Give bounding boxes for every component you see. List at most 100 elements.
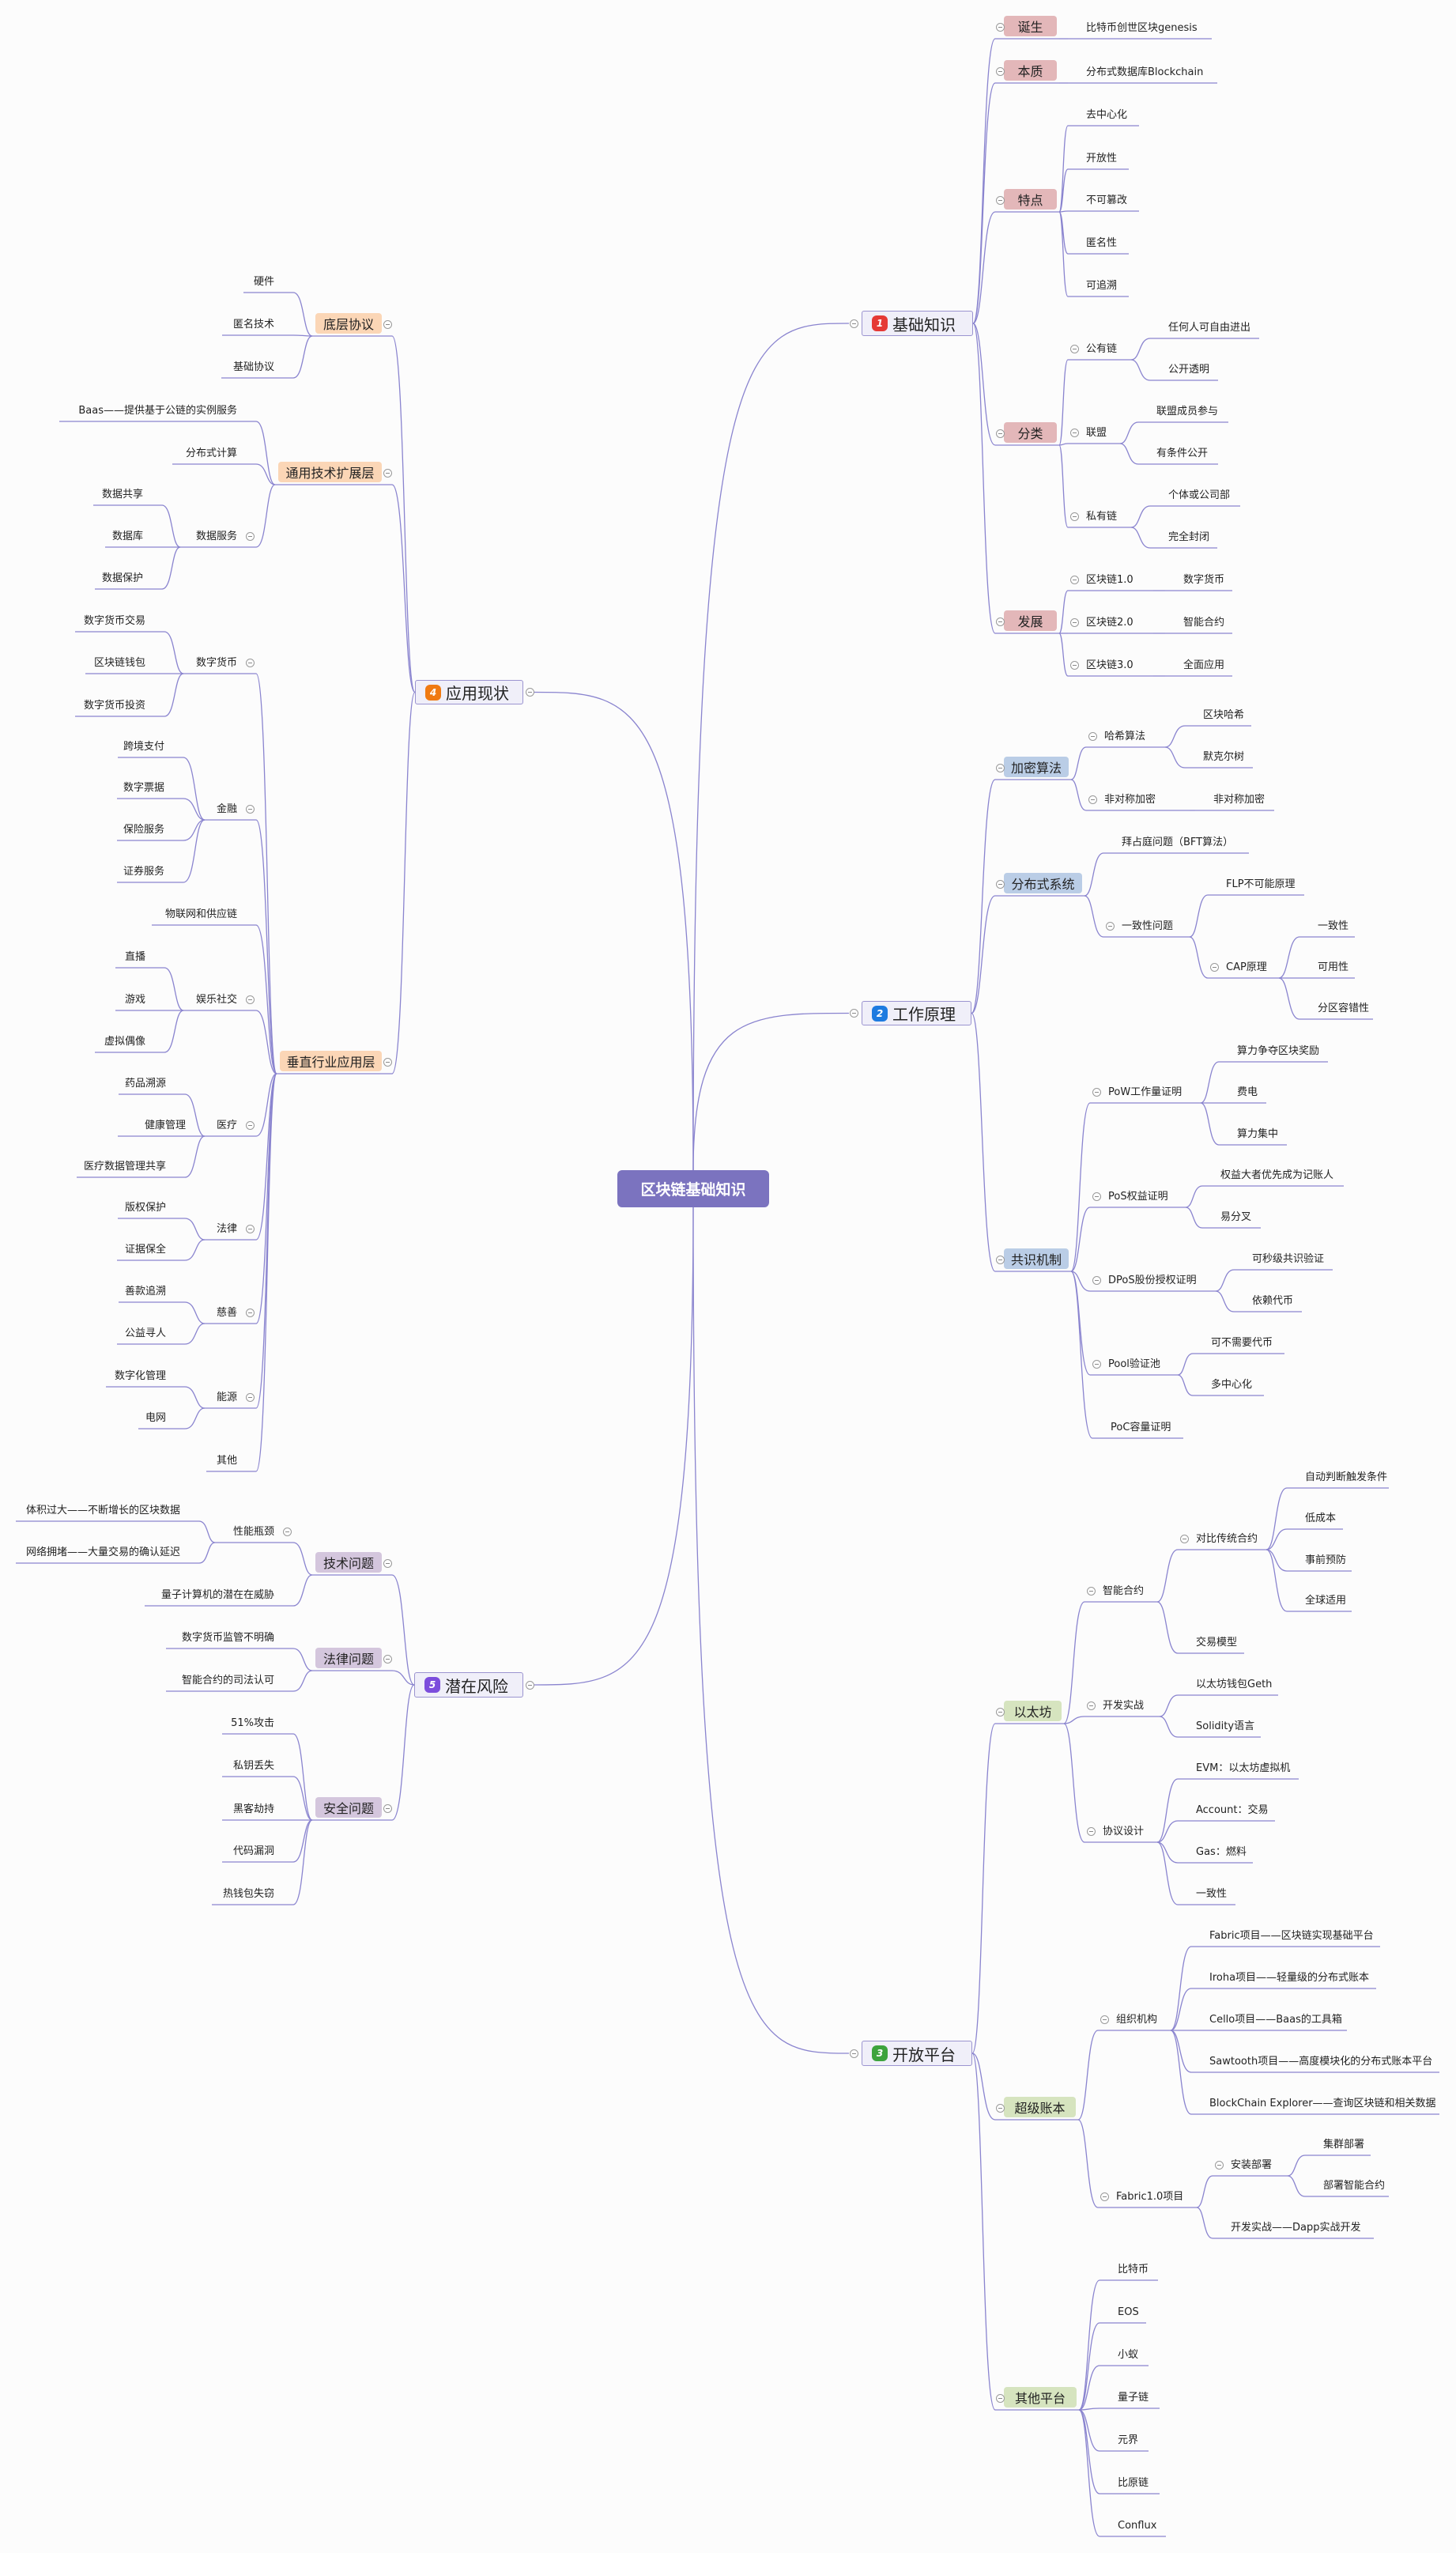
- collapse-toggle-icon[interactable]: [1092, 1359, 1101, 1369]
- leaf-node[interactable]: 其他: [216, 1455, 237, 1467]
- collapse-toggle-icon[interactable]: [245, 804, 255, 814]
- collapse-toggle-icon[interactable]: [383, 1558, 392, 1568]
- leaf-node[interactable]: Baas——提供基于公链的实例服务: [78, 405, 237, 417]
- leaf-node[interactable]: 依赖代币: [1252, 1295, 1294, 1307]
- topic-node[interactable]: 开发实战: [1103, 1700, 1145, 1712]
- collapse-toggle-icon[interactable]: [525, 1680, 534, 1690]
- collapse-toggle-icon[interactable]: [849, 2049, 858, 2058]
- leaf-node[interactable]: 证券服务: [123, 866, 164, 878]
- leaf-node[interactable]: 易分叉: [1220, 1211, 1252, 1223]
- leaf-node[interactable]: 智能合约的司法认可: [181, 1675, 274, 1686]
- leaf-node[interactable]: 小蚁: [1118, 2349, 1139, 2361]
- leaf-node[interactable]: 去中心化: [1086, 109, 1128, 121]
- leaf-node[interactable]: 算力争夺区块奖励: [1237, 1045, 1320, 1057]
- category-node[interactable]: 技术问题: [315, 1552, 382, 1573]
- leaf-node[interactable]: 热钱包失窃: [222, 1888, 274, 1900]
- leaf-node[interactable]: 数字货币投资: [83, 700, 145, 712]
- leaf-node[interactable]: 一致性: [1196, 1888, 1228, 1900]
- leaf-node[interactable]: 区块哈希: [1203, 709, 1245, 721]
- category-node[interactable]: 加密算法: [1004, 757, 1069, 777]
- leaf-node[interactable]: 网络拥堵——大量交易的确认延迟: [25, 1547, 180, 1558]
- central-topic[interactable]: 区块链基础知识: [617, 1170, 769, 1207]
- leaf-node[interactable]: 联盟成员参与: [1156, 406, 1219, 417]
- collapse-toggle-icon[interactable]: [995, 1255, 1005, 1264]
- topic-node[interactable]: PoW工作量证明: [1108, 1086, 1183, 1098]
- collapse-toggle-icon[interactable]: [245, 1120, 255, 1130]
- category-node[interactable]: 底层协议: [315, 313, 382, 334]
- collapse-toggle-icon[interactable]: [245, 1308, 255, 1317]
- leaf-node[interactable]: 电网: [145, 1412, 166, 1424]
- topic-node[interactable]: 区块链1.0: [1086, 574, 1133, 586]
- topic-node[interactable]: 能源: [216, 1392, 237, 1403]
- collapse-toggle-icon[interactable]: [995, 2103, 1005, 2113]
- leaf-node[interactable]: 游戏: [124, 994, 145, 1006]
- leaf-node[interactable]: 算力集中: [1237, 1128, 1279, 1140]
- collapse-toggle-icon[interactable]: [1100, 2192, 1109, 2201]
- leaf-node[interactable]: 公开透明: [1168, 364, 1210, 376]
- leaf-node[interactable]: FLP不可能原理: [1226, 878, 1296, 890]
- collapse-toggle-icon[interactable]: [1088, 795, 1097, 804]
- topic-node[interactable]: 非对称加密: [1104, 794, 1156, 806]
- leaf-node[interactable]: Solidity语言: [1196, 1720, 1255, 1732]
- leaf-node[interactable]: 完全封闭: [1168, 531, 1210, 543]
- topic-node[interactable]: 一致性问题: [1122, 920, 1174, 932]
- leaf-node[interactable]: 可秒级共识验证: [1252, 1253, 1325, 1265]
- topic-node[interactable]: 哈希算法: [1104, 731, 1146, 742]
- leaf-node[interactable]: 事前预防: [1305, 1554, 1347, 1566]
- collapse-toggle-icon[interactable]: [1092, 1192, 1101, 1201]
- leaf-node[interactable]: 数据共享: [101, 489, 143, 500]
- collapse-toggle-icon[interactable]: [245, 531, 255, 541]
- topic-node[interactable]: 金融: [216, 803, 237, 815]
- collapse-toggle-icon[interactable]: [1069, 660, 1079, 670]
- collapse-toggle-icon[interactable]: [1086, 1586, 1096, 1596]
- leaf-node[interactable]: 公益寻人: [124, 1327, 166, 1339]
- topic-node[interactable]: 数据服务: [195, 531, 237, 542]
- leaf-node[interactable]: 拜占庭问题（BFT算法）: [1122, 837, 1234, 848]
- collapse-toggle-icon[interactable]: [383, 319, 392, 329]
- topic-node[interactable]: 安装部署: [1231, 2159, 1273, 2171]
- leaf-node[interactable]: Cello项目——Baas的工具箱: [1209, 2014, 1342, 2026]
- collapse-toggle-icon[interactable]: [383, 1654, 392, 1664]
- collapse-toggle-icon[interactable]: [1092, 1087, 1101, 1097]
- topic-node[interactable]: PoS权益证明: [1108, 1191, 1168, 1203]
- leaf-node[interactable]: 保险服务: [123, 824, 164, 836]
- leaf-node[interactable]: 分布式数据库Blockchain: [1086, 66, 1204, 78]
- category-node[interactable]: 本质: [1004, 60, 1057, 81]
- collapse-toggle-icon[interactable]: [849, 1009, 858, 1018]
- category-node[interactable]: 安全问题: [315, 1797, 382, 1818]
- topic-node[interactable]: 性能瓶颈: [232, 1526, 274, 1538]
- collapse-toggle-icon[interactable]: [1209, 962, 1219, 972]
- collapse-toggle-icon[interactable]: [245, 1392, 255, 1402]
- leaf-node[interactable]: 可不需要代币: [1211, 1337, 1273, 1349]
- category-node[interactable]: 以太坊: [1004, 1701, 1062, 1721]
- leaf-node[interactable]: 代码漏洞: [232, 1845, 274, 1857]
- collapse-toggle-icon[interactable]: [1069, 512, 1079, 521]
- leaf-node[interactable]: 比特币: [1118, 2264, 1149, 2275]
- collapse-toggle-icon[interactable]: [849, 319, 858, 328]
- leaf-node[interactable]: 数据库: [111, 531, 143, 542]
- collapse-toggle-icon[interactable]: [995, 1707, 1005, 1716]
- collapse-toggle-icon[interactable]: [1069, 428, 1079, 437]
- collapse-toggle-icon[interactable]: [245, 995, 255, 1004]
- leaf-node[interactable]: 数字化管理: [114, 1370, 166, 1382]
- collapse-toggle-icon[interactable]: [383, 468, 392, 478]
- topic-node[interactable]: 公有链: [1086, 343, 1118, 355]
- topic-node[interactable]: 私有链: [1086, 511, 1118, 523]
- leaf-node[interactable]: 元界: [1118, 2434, 1139, 2446]
- leaf-node[interactable]: Iroha项目——轻量级的分布式账本: [1209, 1972, 1370, 1984]
- category-node[interactable]: 通用技术扩展层: [278, 462, 382, 482]
- collapse-toggle-icon[interactable]: [1214, 2160, 1224, 2170]
- leaf-node[interactable]: 私钥丢失: [232, 1760, 274, 1772]
- leaf-node[interactable]: 一致性: [1318, 920, 1349, 932]
- leaf-node[interactable]: 分布式计算: [185, 448, 237, 459]
- leaf-node[interactable]: 全球适用: [1305, 1595, 1347, 1607]
- leaf-node[interactable]: 医疗数据管理共享: [83, 1161, 166, 1173]
- leaf-node[interactable]: 数字货币监管不明确: [181, 1632, 274, 1644]
- leaf-node[interactable]: 费电: [1237, 1086, 1258, 1098]
- collapse-toggle-icon[interactable]: [1179, 1534, 1189, 1543]
- leaf-node[interactable]: 区块链钱包: [93, 657, 145, 669]
- collapse-toggle-icon[interactable]: [995, 66, 1005, 76]
- leaf-node[interactable]: 个体或公司部: [1168, 489, 1231, 501]
